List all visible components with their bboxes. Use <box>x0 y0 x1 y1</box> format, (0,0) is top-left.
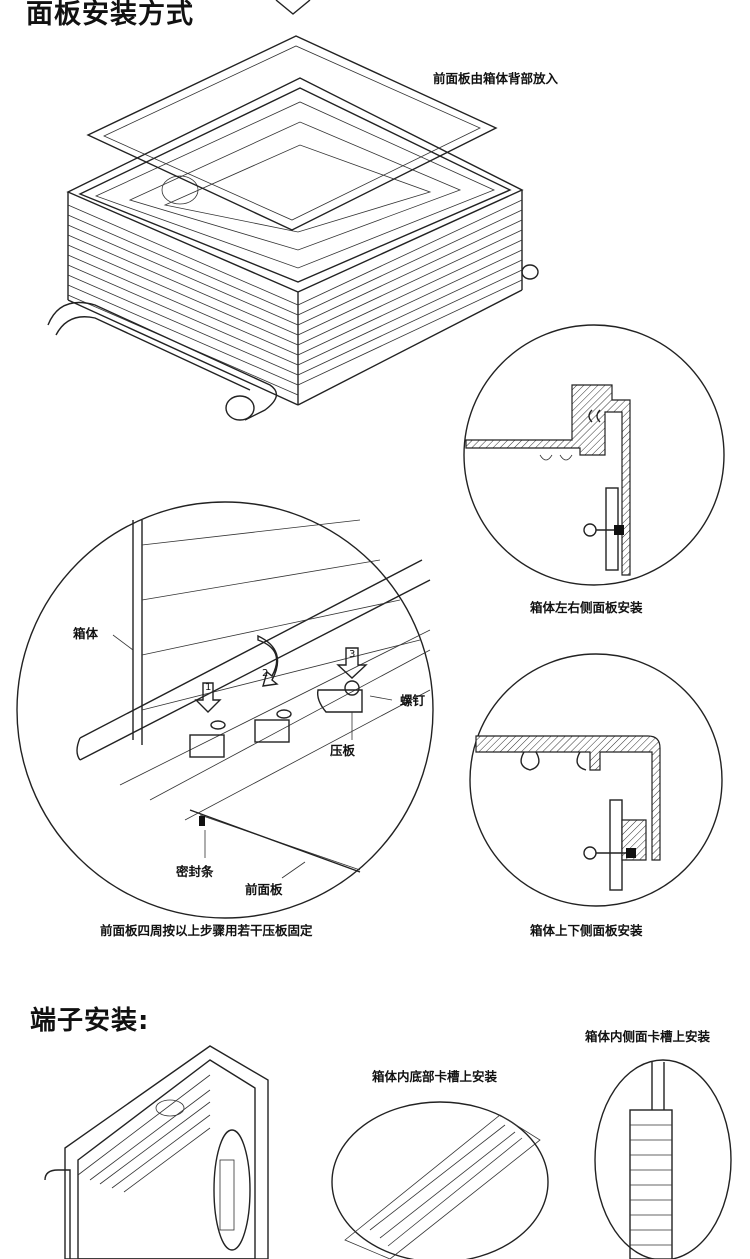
step-2-label: 2 <box>262 668 269 679</box>
section-title-panel-install: 面板安装方式 <box>26 0 194 30</box>
caption-bottom-rail-install: 箱体内底部卡槽上安装 <box>372 1069 498 1084</box>
caption-clamp-fixing-steps: 前面板四周按以上步骤用若干压板固定 <box>100 923 313 938</box>
label-seal-strip: 密封条 <box>176 864 214 879</box>
label-screw: 螺钉 <box>400 693 426 708</box>
label-front-panel: 前面板 <box>245 882 283 897</box>
bottom-rail-terminal-drawing <box>331 1101 549 1259</box>
label-clamp: 压板 <box>330 743 356 758</box>
caption-side-rail-install: 箱体内侧面卡槽上安装 <box>585 1029 711 1044</box>
side-panel-detail-circle <box>463 324 725 586</box>
caption-front-panel-inserted-from-back: 前面板由箱体背部放入 <box>433 71 559 86</box>
enclosure-isometric-drawing <box>47 35 539 421</box>
step-3-label: 3 <box>349 649 356 660</box>
caption-top-bottom-panel-install: 箱体上下侧面板安装 <box>530 923 643 938</box>
top-bottom-panel-detail-circle <box>469 653 723 907</box>
section-title-terminal-install: 端子安装: <box>30 1006 150 1036</box>
caption-side-panel-install: 箱体左右侧面板安装 <box>530 600 643 615</box>
step-1-label: 1 <box>205 682 212 693</box>
clamp-installation-detail-circle <box>16 501 434 919</box>
side-rail-terminal-drawing <box>594 1059 732 1259</box>
label-box: 箱体 <box>73 626 99 641</box>
terminal-enclosure-drawing <box>44 1045 269 1259</box>
chevron-down-icon <box>275 0 311 15</box>
